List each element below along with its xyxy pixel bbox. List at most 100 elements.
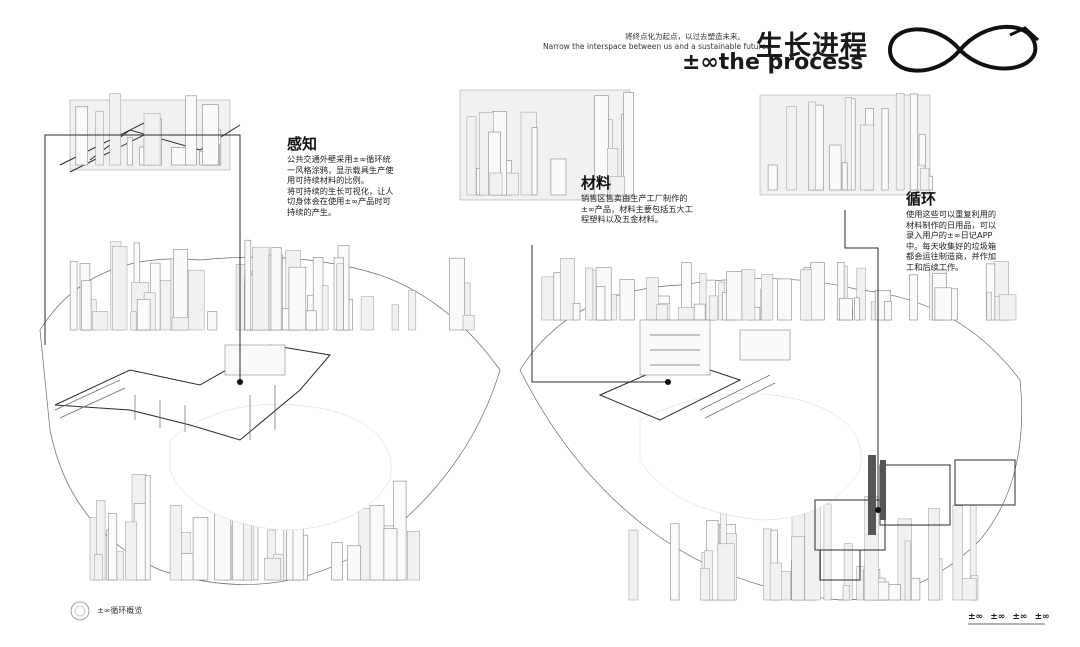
building-sketch xyxy=(169,505,182,581)
desc-line: 持续的产生。 xyxy=(287,206,337,217)
building-sketch xyxy=(550,158,567,196)
building-sketch xyxy=(709,295,718,321)
building-sketch xyxy=(860,124,875,191)
building-sketch xyxy=(823,503,832,601)
building-sketch xyxy=(585,267,594,321)
section-cycle-title: 循环 xyxy=(906,190,937,208)
building-sketch xyxy=(904,540,911,601)
building-sketch xyxy=(462,314,475,331)
building-sketch xyxy=(884,300,892,321)
desc-line: 用可持续材料的比例。 xyxy=(287,175,369,186)
building-sketch xyxy=(594,95,609,196)
building-sketch xyxy=(112,246,128,331)
building-sketch xyxy=(829,144,842,191)
footer-mark: ±∞ xyxy=(1034,612,1050,622)
building-sketch xyxy=(81,280,92,331)
footer-mark: ±∞ xyxy=(990,612,1006,622)
footer-caption: ±∞循环概览 xyxy=(97,606,143,615)
building-sketch xyxy=(741,269,756,321)
building-sketch xyxy=(391,304,399,331)
section-perception-desc: 公共交通外壁采用±∞循环统 一风格涂鸦，显示载具生产使 用可持续材料的比例。 将… xyxy=(287,154,417,218)
building-sketch xyxy=(369,504,385,581)
desc-line: 程塑料以及五金材料。 xyxy=(581,214,663,225)
building-sketch xyxy=(961,578,977,601)
building-sketch xyxy=(188,269,205,331)
building-sketch xyxy=(108,513,118,581)
desc-line: 公共交通外壁采用±∞循环统 xyxy=(287,154,391,164)
shop-illustration xyxy=(598,319,791,421)
desc-line: ±∞产品，材料主要包括五大工 xyxy=(581,203,693,214)
building-sketch xyxy=(531,127,538,196)
building-sketch xyxy=(800,269,812,321)
section-cycle: 循环 使用这些可以重复利用的 材料制作的日用品，可以 录入用户的±∞日记APP … xyxy=(906,188,1026,273)
vignette-material xyxy=(459,89,634,201)
building-sketch xyxy=(130,311,137,331)
header-title-cn: 生长进程 xyxy=(756,31,868,62)
building-sketch xyxy=(109,93,122,166)
building-sketch xyxy=(270,247,282,331)
building-sketch xyxy=(180,553,194,581)
building-sketch xyxy=(336,263,344,331)
building-sketch xyxy=(761,273,774,321)
footer-marks: ±∞ ±∞ ±∞ ±∞ xyxy=(968,612,1050,622)
building-sketch xyxy=(854,297,860,321)
section-material: 材料 销售区售卖由生产工厂制作的 ±∞产品，材料主要包括五大工 程塑料以及五金材… xyxy=(581,172,711,225)
building-sketch xyxy=(693,303,706,321)
building-sketch xyxy=(623,92,634,196)
desc-line: 材料制作的日用品，可以 xyxy=(906,219,997,230)
building-sketch xyxy=(489,172,503,196)
building-sketch xyxy=(810,262,825,321)
building-sketch xyxy=(75,106,89,166)
building-sketch xyxy=(116,551,124,581)
building-sketch xyxy=(244,239,252,331)
building-sketch xyxy=(572,302,581,321)
building-sketch xyxy=(609,176,625,196)
building-sketch xyxy=(360,296,375,331)
building-sketch xyxy=(844,97,852,191)
building-sketch xyxy=(305,310,317,331)
building-sketch xyxy=(69,261,78,331)
building-sketch xyxy=(670,523,680,601)
building-sketch xyxy=(466,116,477,196)
desc-line: 将可持续的生长可视化，让人 xyxy=(287,185,394,196)
footer-mark: ±∞ xyxy=(1012,612,1028,622)
building-sketch xyxy=(288,266,307,331)
desc-line: 都会运往制造商，并作加 xyxy=(906,251,997,262)
building-sketch xyxy=(841,162,848,191)
header-subtitle-en: Narrow the interspace between us and a s… xyxy=(543,42,769,51)
building-sketch xyxy=(448,257,465,331)
desc-line: 中。每天收集好的垃圾箱 xyxy=(906,240,997,251)
building-sketch xyxy=(920,168,930,191)
building-sketch xyxy=(986,291,992,321)
building-sketch xyxy=(192,517,209,581)
building-sketch xyxy=(383,528,398,581)
left-city-lobe xyxy=(39,239,501,585)
building-sketch xyxy=(207,311,218,331)
section-material-desc: 销售区售卖由生产工厂制作的 ±∞产品，材料主要包括五大工 程塑料以及五金材料。 xyxy=(581,193,711,225)
building-sketch xyxy=(808,101,817,191)
desc-line: 工和后续工作。 xyxy=(906,261,964,272)
building-sketch xyxy=(126,137,133,166)
desc-line: 一风格涂鸦，显示载具生产使 xyxy=(287,164,394,175)
vignette-cycle xyxy=(759,93,933,196)
desc-line: 销售区售卖由生产工厂制作的 xyxy=(581,193,688,203)
header-title-en: ±∞the process xyxy=(682,50,864,75)
building-sketch xyxy=(700,568,710,601)
building-sketch xyxy=(909,93,918,191)
building-sketch xyxy=(777,278,792,321)
building-sketch xyxy=(842,585,850,601)
building-sketch xyxy=(791,536,805,601)
building-sketch xyxy=(839,297,853,321)
section-cycle-desc: 使用这些可以重复利用的 材料制作的日用品，可以 录入用户的±∞日记APP 中。每… xyxy=(906,209,1026,273)
building-sketch xyxy=(881,108,889,191)
building-sketch xyxy=(769,562,782,601)
building-sketch xyxy=(171,317,189,331)
building-sketch xyxy=(952,505,963,601)
building-sketch xyxy=(908,274,918,321)
building-sketch xyxy=(94,554,103,581)
building-sketch xyxy=(678,307,696,321)
building-sketch xyxy=(252,246,270,331)
building-sketch xyxy=(331,542,343,581)
vignette-perception xyxy=(59,93,241,173)
